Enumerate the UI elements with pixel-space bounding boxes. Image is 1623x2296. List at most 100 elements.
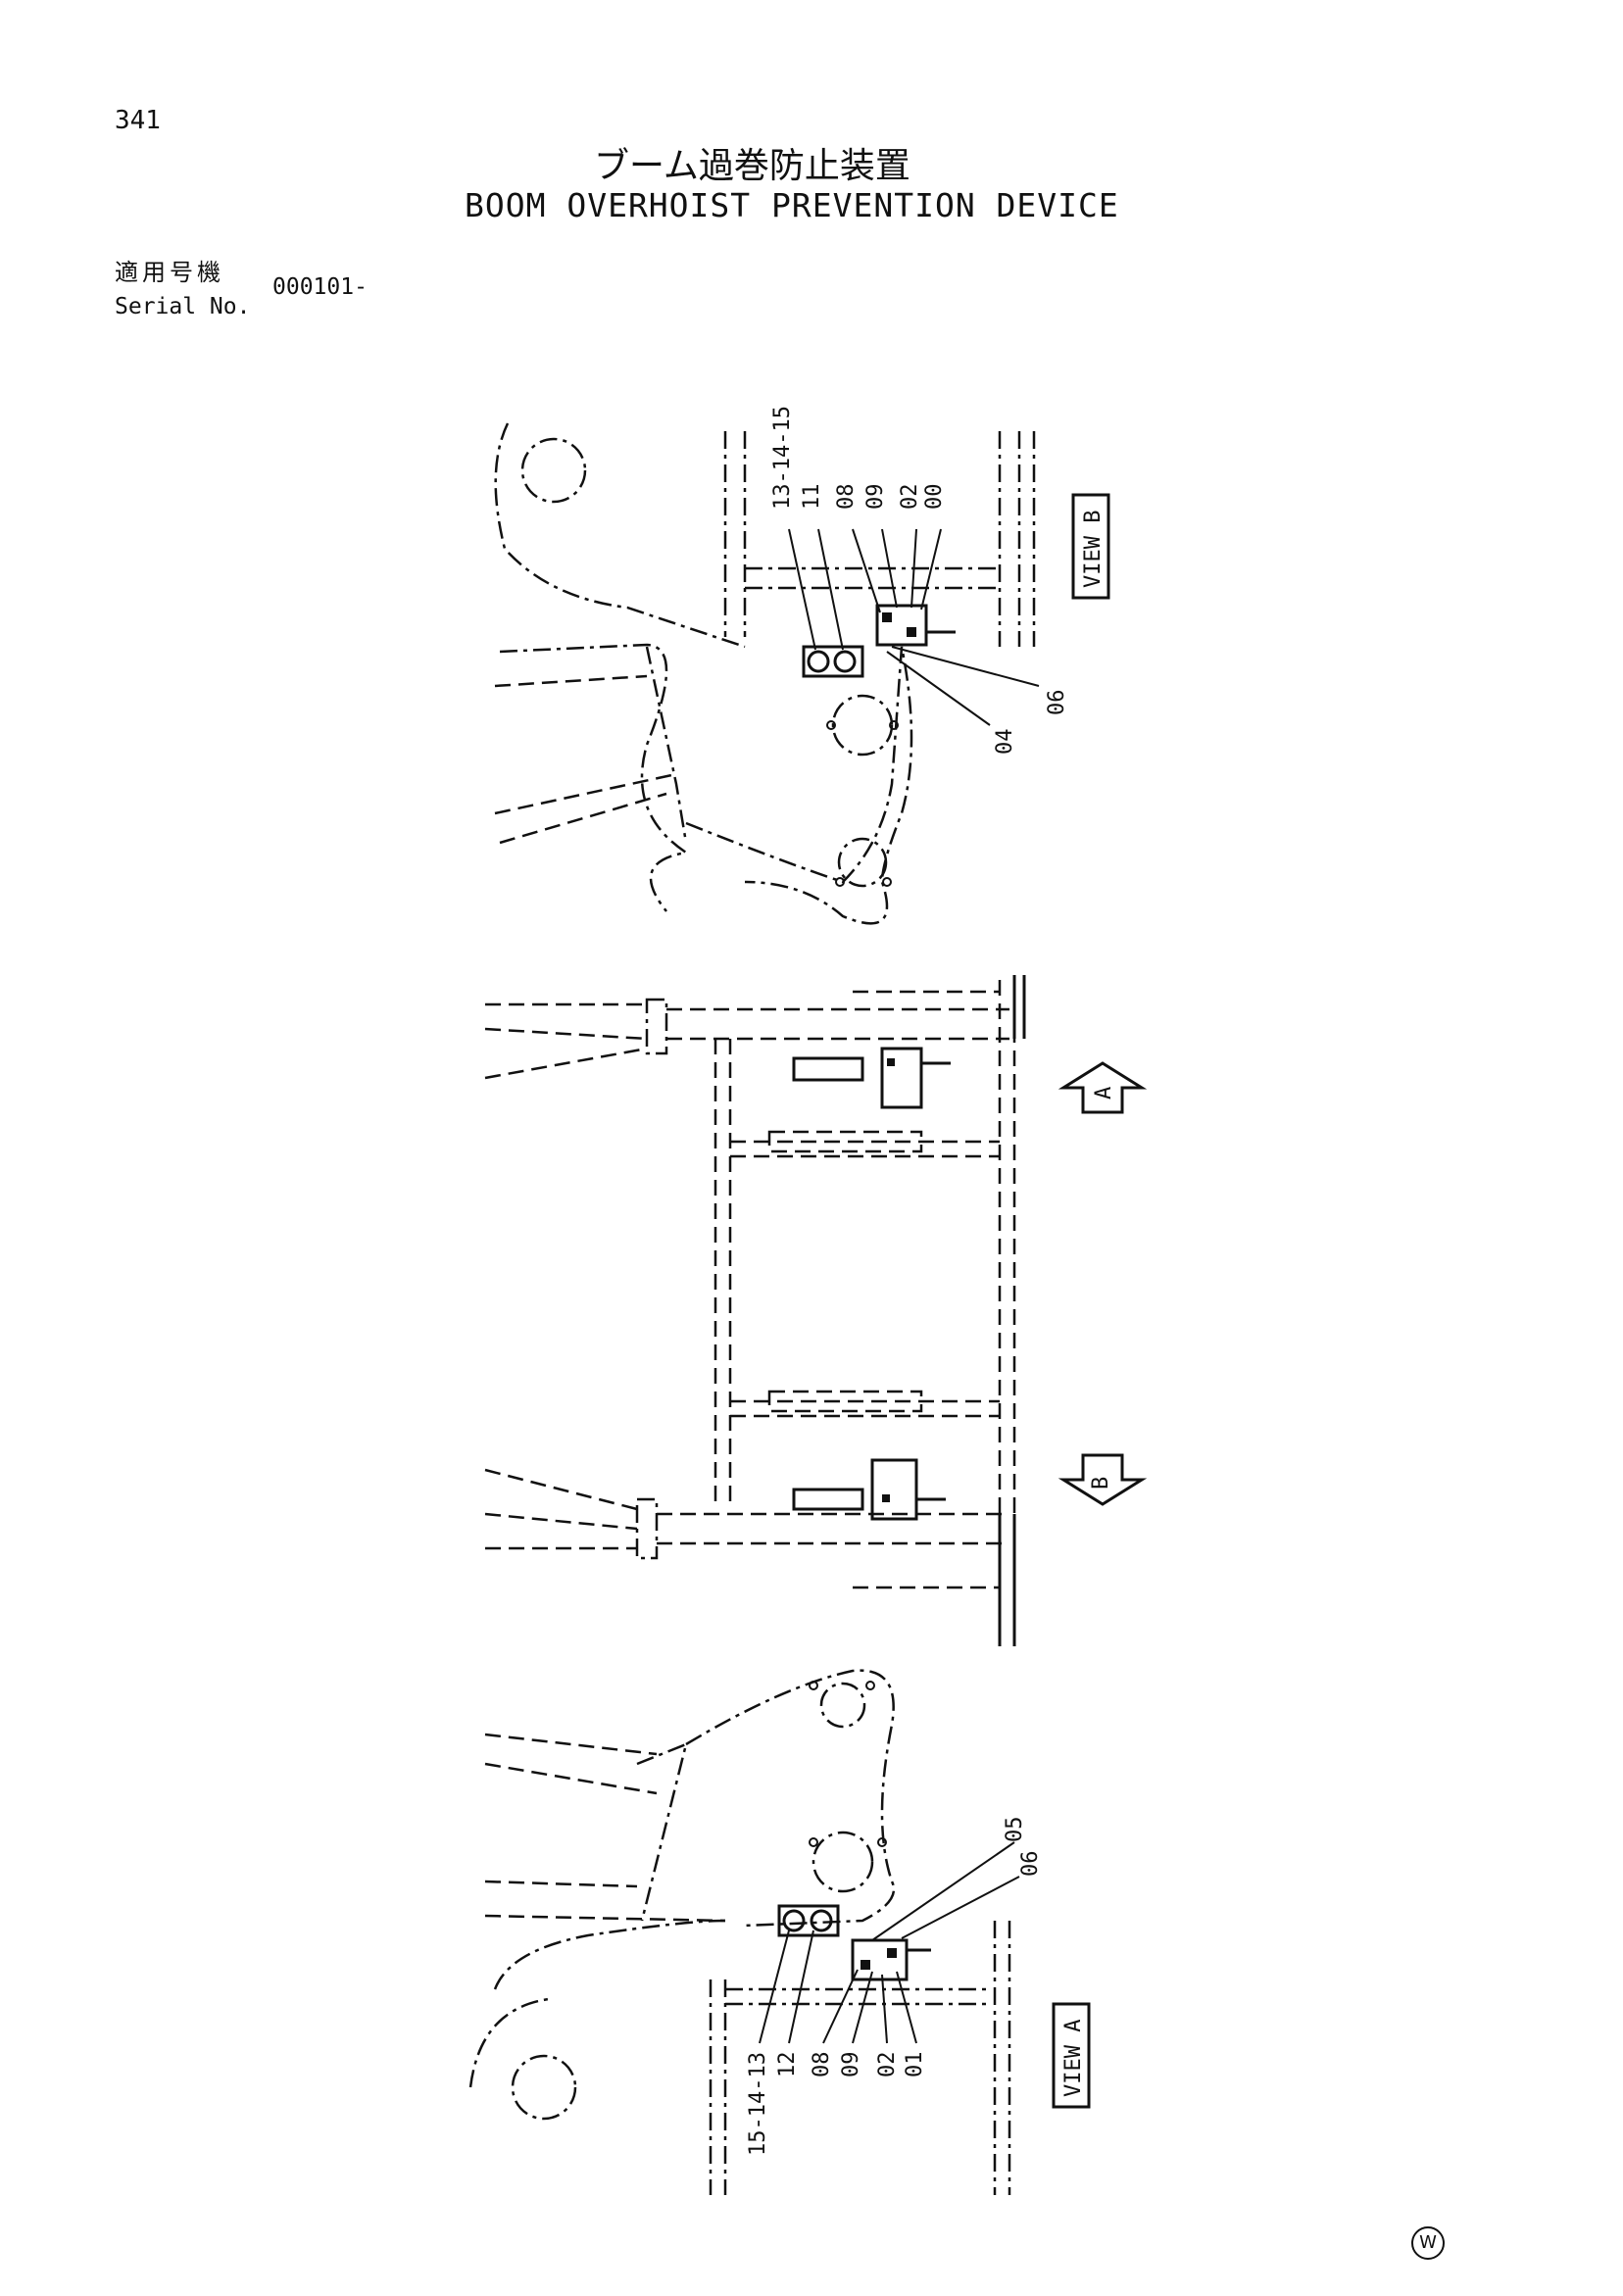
bolt <box>882 877 892 887</box>
callout-view-a-1: 12 <box>775 2052 800 2078</box>
switch-detail <box>887 1948 897 1958</box>
boom-foot-outline <box>493 1919 726 1990</box>
switch-detail <box>907 627 916 637</box>
view-b-label: VIEW B <box>1081 511 1106 588</box>
plan-view-drawing: A B <box>484 975 1148 1646</box>
leader-line <box>881 1974 888 2044</box>
boom-foot-outline <box>494 422 746 649</box>
view-a-drawing: 15-14-13 12 08 09 02 01 05 06 VIEW A <box>468 1669 1091 2195</box>
callout-view-a-3: 09 <box>839 2052 863 2078</box>
bolt <box>835 877 845 887</box>
bolt <box>877 1837 887 1847</box>
switch-bracket <box>802 645 864 678</box>
page-number: 341 <box>115 106 161 135</box>
callout-view-a-2: 08 <box>810 2052 834 2078</box>
bracket-hole <box>831 694 894 757</box>
leader-line <box>896 1971 917 2044</box>
leader-line <box>788 528 816 651</box>
bolt <box>889 720 899 730</box>
switch-hole <box>833 650 857 673</box>
leader-line <box>920 528 942 611</box>
leader-line <box>788 1930 814 2044</box>
mount-bracket <box>685 646 913 925</box>
switch-detail <box>882 612 892 622</box>
callout-view-a-0: 15-14-13 <box>746 2052 770 2156</box>
leader-line <box>852 528 881 613</box>
title-japanese: ブーム過巻防止装置 <box>594 146 910 186</box>
boom-line <box>494 772 677 815</box>
boom-plate-edge <box>636 1741 688 1922</box>
boom-body-outline <box>499 643 690 912</box>
view-arrow-b <box>1057 1453 1148 1506</box>
boom-line <box>494 674 648 688</box>
callout-view-b-5: 00 <box>922 484 947 511</box>
callout-view-b-2: 08 <box>834 484 859 511</box>
leader-line <box>901 1876 1020 1939</box>
view-a-frame <box>1052 2002 1091 2109</box>
view-b-frame <box>1071 493 1110 600</box>
leader-line <box>891 646 1040 687</box>
arrow-a-label: A <box>1092 1087 1116 1099</box>
callout-view-b-4: 02 <box>898 484 922 511</box>
serial-label-english: Serial No. <box>115 294 251 319</box>
boom-line <box>484 1047 648 1080</box>
limit-switch-body <box>851 1938 909 1981</box>
leader-line <box>881 528 898 609</box>
boom-line <box>484 1914 726 1923</box>
switch-bracket <box>777 1904 840 1937</box>
serial-number-value: 000101- <box>272 274 368 300</box>
view-b-drawing: 13-14-15 11 08 09 02 00 06 04 VIEW B <box>494 406 1110 925</box>
bracket-hole <box>837 837 888 888</box>
plate <box>767 1130 923 1153</box>
callout-view-b-0: 13-14-15 <box>770 406 795 510</box>
bolt <box>809 1837 818 1847</box>
switch-detail <box>861 1960 870 1970</box>
bracket-hole <box>819 1682 866 1729</box>
callout-view-a-6: 05 <box>1003 1817 1027 1843</box>
leader-line <box>886 651 991 726</box>
upper-pin-hole <box>520 437 587 504</box>
callout-view-a-7: 06 <box>1018 1851 1043 1878</box>
callout-view-a-4: 02 <box>875 2052 900 2078</box>
callout-view-b-6: 06 <box>1045 690 1069 716</box>
leader-line <box>817 528 844 651</box>
switch-hole <box>810 1909 833 1932</box>
arrow-b-label: B <box>1089 1477 1113 1490</box>
bracket-hole <box>812 1831 874 1893</box>
title-english: BOOM OVERHOIST PREVENTION DEVICE <box>465 186 1119 224</box>
boom-line <box>484 1762 658 1795</box>
bolt <box>865 1681 875 1690</box>
callout-view-b-3: 09 <box>863 484 888 511</box>
callout-view-b-7: 04 <box>993 729 1017 756</box>
switch-bracket <box>792 1488 864 1511</box>
plate <box>767 1390 923 1413</box>
leader-line <box>910 528 917 609</box>
view-arrow-a <box>1057 1061 1148 1114</box>
serial-label-japanese: 適用号機 <box>115 259 224 286</box>
lower-pin-hole <box>511 2054 577 2121</box>
cylinder-end <box>635 1497 659 1560</box>
leader-line <box>871 1841 1015 1941</box>
limit-switch-body <box>875 604 928 647</box>
leader-line <box>759 1930 790 2044</box>
switch-detail <box>887 1058 895 1066</box>
limit-switch-body <box>870 1458 918 1521</box>
boom-plate-edge <box>645 646 688 844</box>
mount-bracket <box>685 1669 896 1928</box>
cylinder-end <box>645 998 668 1055</box>
bolt <box>809 1681 818 1690</box>
switch-hole <box>782 1909 806 1932</box>
boom-line <box>484 1880 638 1888</box>
leader-line <box>822 1969 859 2044</box>
switch-bracket <box>792 1056 864 1082</box>
watermark-mark: W <box>1411 2226 1445 2260</box>
boom-line <box>484 1027 648 1041</box>
boom-line <box>484 1733 658 1756</box>
view-a-label: VIEW A <box>1061 2020 1086 2097</box>
lug-outline <box>468 1997 550 2088</box>
leader-line <box>852 1971 873 2044</box>
switch-hole <box>807 650 830 673</box>
callout-view-a-5: 01 <box>903 2052 927 2078</box>
switch-detail <box>882 1494 890 1502</box>
